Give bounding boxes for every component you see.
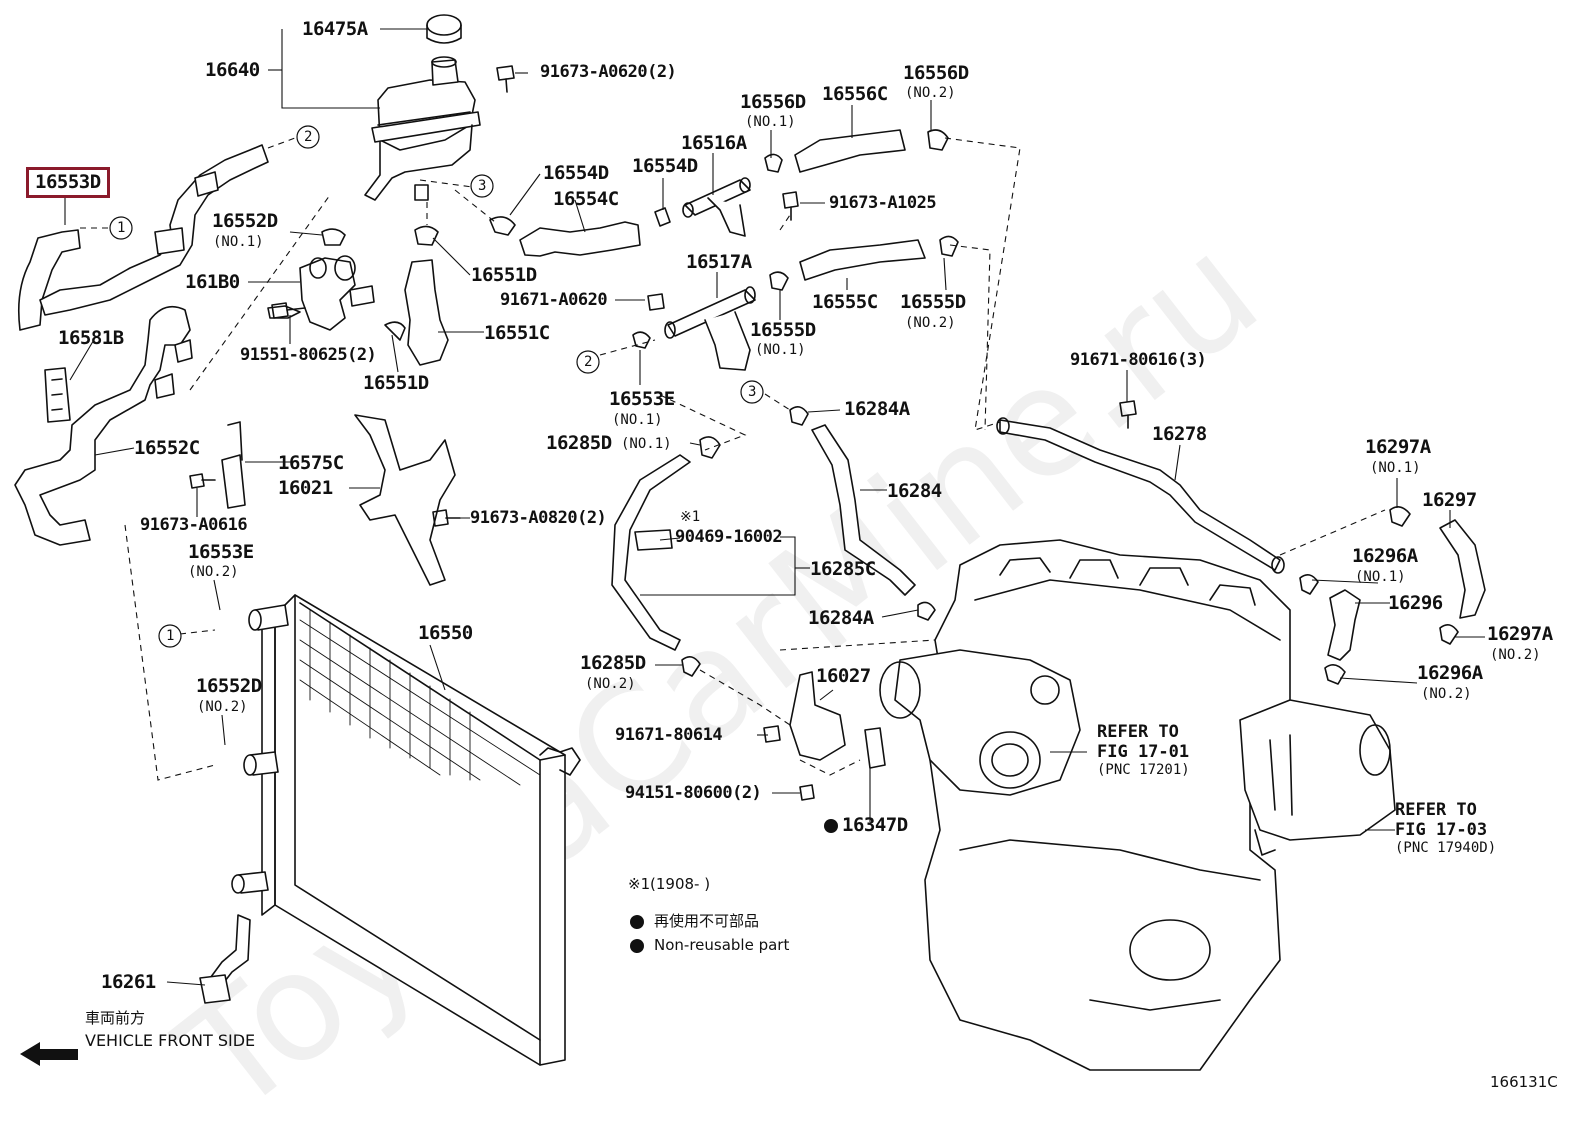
callout-2: 2 — [584, 354, 593, 370]
part-label[interactable]: 91671-80614 — [615, 725, 723, 745]
part-label[interactable]: 16640 — [205, 59, 260, 81]
part-label[interactable]: 16552C — [134, 437, 200, 459]
part-sublabel: (NO.2) — [585, 676, 636, 692]
refer-to-fig-17-03[interactable]: REFER TO FIG 17-03 (PNC 17940D) — [1395, 800, 1497, 857]
part-label[interactable]: 16555C — [812, 291, 878, 313]
direction-jp: 車両前方 — [85, 1009, 146, 1027]
part-label[interactable]: 16517A — [686, 251, 752, 273]
part-label[interactable]: 16516A — [681, 132, 747, 154]
part-sublabel: (NO.2) — [1490, 647, 1541, 663]
part-sublabel: ※1 — [680, 509, 701, 525]
part-label[interactable]: 16285C — [810, 558, 876, 580]
refer-line: REFER TO — [1097, 722, 1179, 742]
part-label[interactable]: 16551D — [363, 372, 429, 394]
part-sublabel: (NO.1) — [755, 342, 806, 358]
part-label[interactable]: 91673-A0820(2) — [470, 508, 607, 528]
part-label[interactable]: 16551C — [484, 322, 550, 344]
part-sublabel: (NO.1) — [213, 234, 264, 250]
part-label[interactable]: 16261 — [101, 971, 156, 993]
part-label[interactable]: 91551-80625(2) — [240, 345, 377, 365]
refer-line: FIG 17-01 — [1097, 741, 1190, 762]
valve-161b0-drawing — [267, 255, 375, 331]
direction-en: VEHICLE FRONT SIDE — [85, 1031, 256, 1050]
part-label[interactable]: 90469-16002 — [675, 527, 783, 547]
part-label[interactable]: 16555D — [750, 319, 816, 341]
part-label[interactable]: 16284 — [887, 480, 942, 502]
part-label[interactable]: 16278 — [1152, 423, 1207, 445]
part-sublabel: (NO.1) — [1370, 460, 1421, 476]
part-sublabel: (NO.2) — [188, 564, 239, 580]
refer-line: REFER TO — [1395, 800, 1477, 820]
part-label[interactable]: 161B0 — [185, 271, 240, 293]
callout-3: 3 — [748, 384, 757, 400]
part-label[interactable]: 16556C — [822, 83, 888, 105]
part-sublabel: (NO.1) — [621, 436, 672, 452]
parts-diagram: ToyotaCarMine.ru — [14, 14, 1558, 1147]
part-sublabel: (NO.1) — [1355, 569, 1406, 585]
legend-note-text: (1908- ) — [650, 875, 711, 893]
hose-16553d-drawing — [17, 144, 269, 331]
diagram-drawing — [14, 14, 1486, 1071]
refer-to-fig-17-01[interactable]: REFER TO FIG 17-01 (PNC 17201) — [1097, 722, 1190, 779]
part-label[interactable]: 16552D — [212, 210, 278, 232]
part-label[interactable]: 16550 — [418, 622, 473, 644]
part-sublabel: (NO.2) — [905, 315, 956, 331]
radiator-drawing — [199, 594, 581, 1066]
part-label[interactable]: 16552D — [196, 675, 262, 697]
part-label[interactable]: 16027 — [816, 665, 871, 687]
part-label[interactable]: 94151-80600(2) — [625, 783, 762, 803]
part-label[interactable]: 16475A — [302, 18, 368, 40]
part-sublabel: (NO.2) — [905, 85, 956, 101]
hose-16552c-drawing — [14, 305, 193, 546]
part-label[interactable]: 16553E — [188, 541, 254, 563]
part-label[interactable]: 91673-A0616 — [140, 515, 248, 535]
part-sublabel: (NO.2) — [1421, 686, 1472, 702]
part-label[interactable]: 16551D — [471, 264, 537, 286]
part-label[interactable]: 91673-A1025 — [829, 193, 937, 213]
diagram-code: 166131C — [1490, 1073, 1558, 1091]
part-label-highlighted[interactable]: 16553D — [26, 167, 110, 198]
callout-2: 2 — [304, 129, 313, 145]
refer-line: (PNC 17201) — [1097, 762, 1190, 779]
legend-bullet-en: Non-reusable part — [654, 936, 790, 954]
part-sublabel: (NO.2) — [197, 699, 248, 715]
part-label[interactable]: 16575C — [278, 452, 344, 474]
part-label[interactable]: 16554D — [543, 162, 609, 184]
part-sublabel: (NO.1) — [745, 114, 796, 130]
part-label[interactable]: 91671-A0620 — [500, 290, 608, 310]
part-label[interactable]: 16284A — [808, 607, 874, 629]
engine-drawing — [879, 539, 1396, 1071]
legend-note-mark: ※1 — [628, 875, 651, 893]
part-label[interactable]: 16347D — [842, 814, 908, 836]
part-label[interactable]: 16581B — [58, 327, 124, 349]
part-label[interactable]: 16284A — [844, 398, 910, 420]
callout-1: 1 — [117, 220, 126, 236]
part-label[interactable]: 16297 — [1422, 489, 1477, 511]
part-label[interactable]: 16296A — [1417, 662, 1483, 684]
refer-line: (PNC 17940D) — [1395, 840, 1497, 857]
part-label[interactable]: 16556D — [740, 91, 806, 113]
part-label[interactable]: 16554C — [553, 188, 619, 210]
part-label[interactable]: 91671-80616(3) — [1070, 350, 1207, 370]
part-label[interactable]: 16297A — [1487, 623, 1553, 645]
part-label[interactable]: 16553E — [609, 388, 675, 410]
refer-line: FIG 17-03 — [1395, 819, 1488, 840]
part-sublabel: (NO.1) — [612, 412, 663, 428]
legend-bullet-jp: 再使用不可部品 — [654, 912, 760, 930]
part-label[interactable]: 16297A — [1365, 436, 1431, 458]
part-label[interactable]: 16296A — [1352, 545, 1418, 567]
part-label[interactable]: 16555D — [900, 291, 966, 313]
bolts-drawing — [189, 65, 1137, 801]
part-label[interactable]: 16556D — [903, 62, 969, 84]
callout-3: 3 — [478, 178, 487, 194]
part-label[interactable]: 16554D — [632, 155, 698, 177]
part-label[interactable]: 16296 — [1388, 592, 1443, 614]
part-label[interactable]: 91673-A0620(2) — [540, 62, 677, 82]
reservoir-drawing — [364, 14, 481, 201]
part-label[interactable]: 16285D — [580, 652, 646, 674]
part-label[interactable]: 16021 — [278, 477, 333, 499]
callout-1: 1 — [166, 628, 175, 644]
part-label[interactable]: 16285D — [546, 432, 612, 454]
